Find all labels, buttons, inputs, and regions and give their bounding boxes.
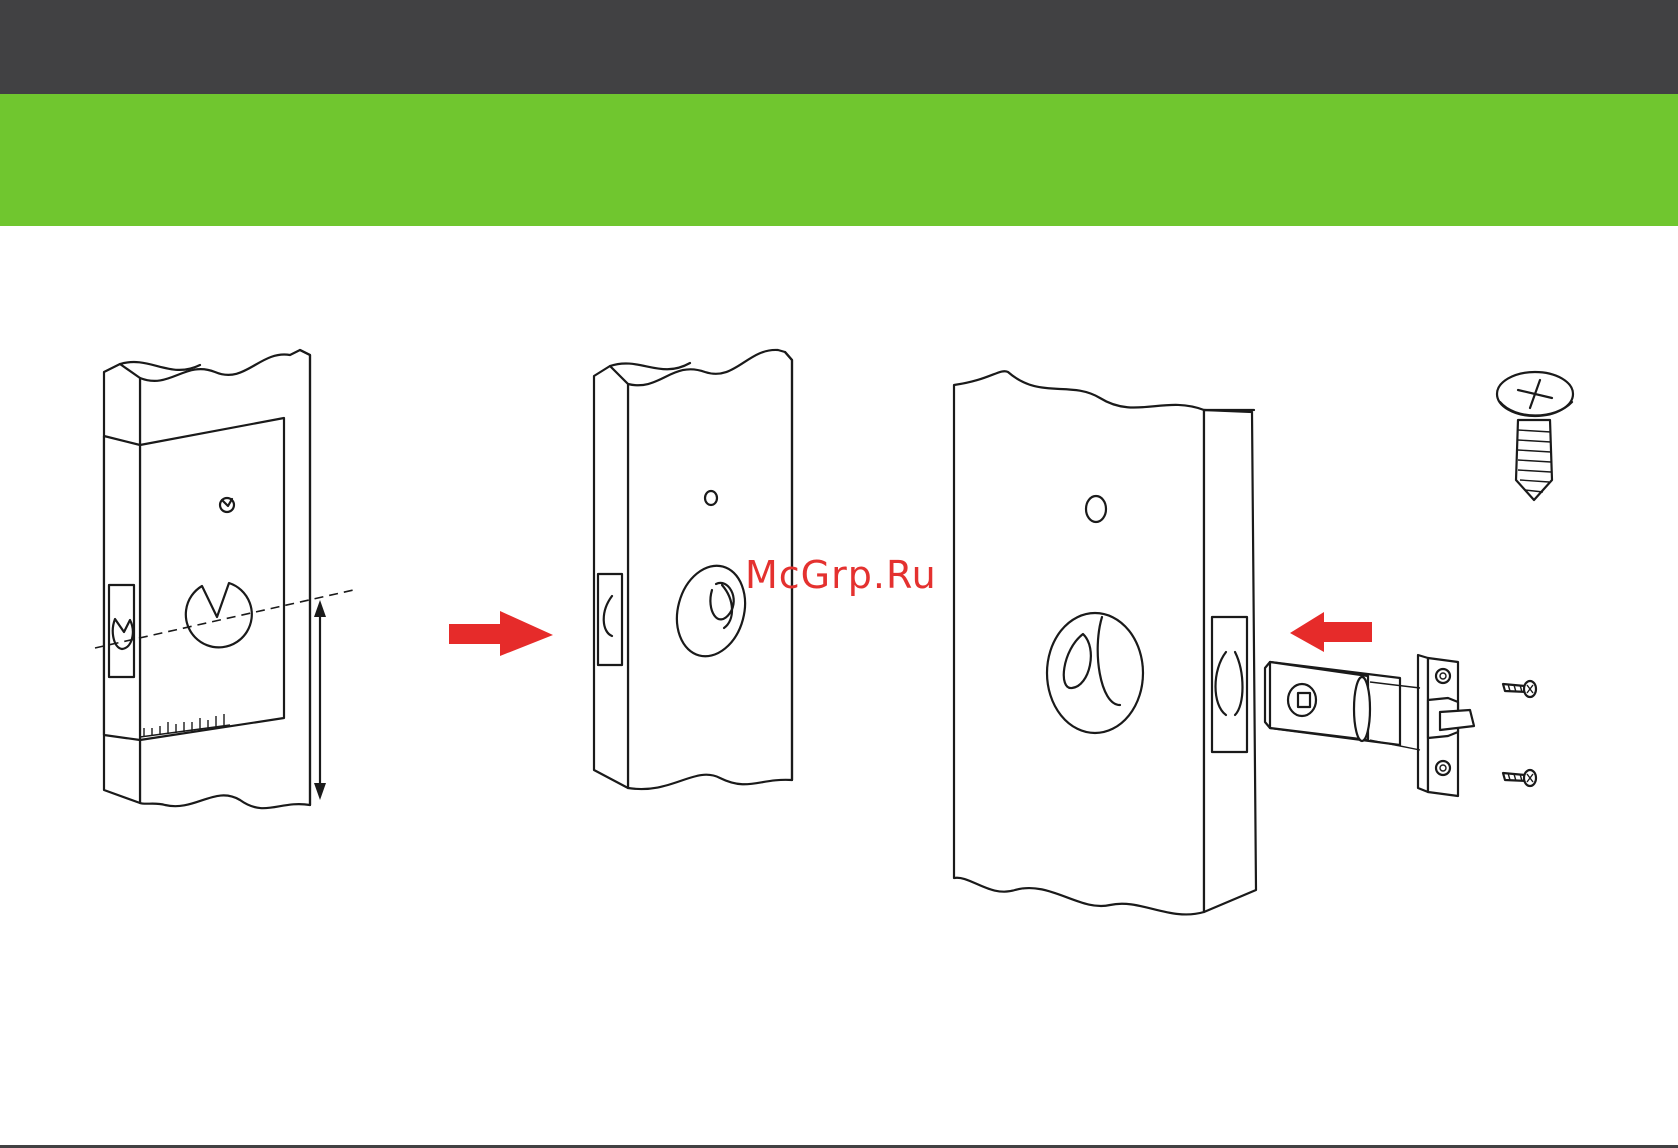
door2-latch-slot: [598, 574, 622, 665]
faceplate-screw-hole-bottom: [1436, 761, 1450, 775]
door3-small-hole: [1086, 496, 1106, 522]
latch-install-diagram: [954, 371, 1573, 914]
small-phillips-screw-icon: [1503, 681, 1536, 697]
door-template-diagram: [95, 350, 358, 808]
red-arrow-left: [1290, 612, 1372, 652]
door3-main-bore: [1047, 613, 1143, 733]
phillips-screw-icon: [1497, 372, 1573, 500]
red-arrow-right: [449, 611, 553, 656]
small-phillips-screw-icon-2: [1503, 770, 1536, 786]
door2-small-hole: [705, 491, 717, 505]
template-paper: [140, 418, 284, 740]
latch-faceplate: [1418, 655, 1428, 792]
faceplate-screw-hole-top: [1436, 669, 1450, 683]
backset-measure-arrow: [314, 600, 326, 800]
latch-assembly: [1265, 655, 1474, 796]
watermark-text: McGrp.Ru: [745, 553, 937, 597]
